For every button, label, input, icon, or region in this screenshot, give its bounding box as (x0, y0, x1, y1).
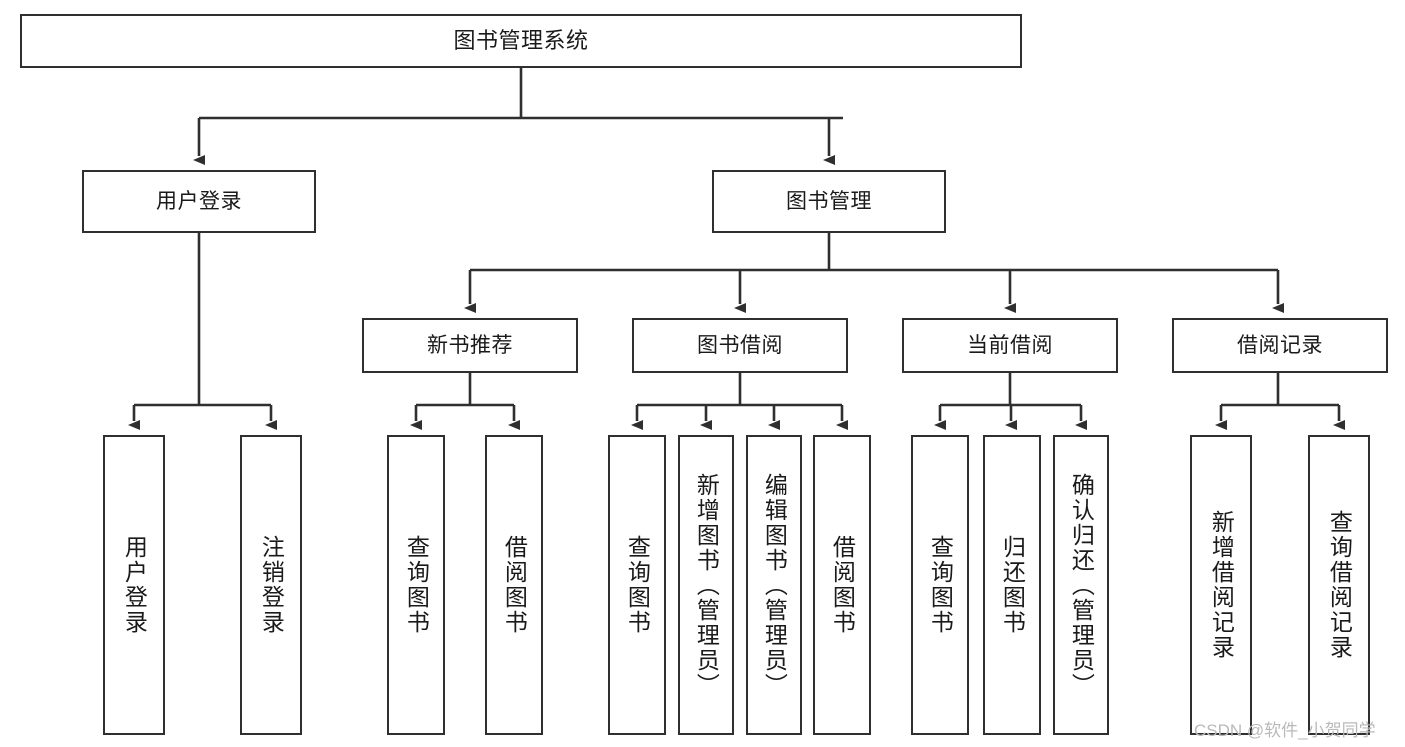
leaf-query-borrow-record-label: 查询借阅记录 (1326, 510, 1353, 660)
node-current-borrow-label: 当前借阅 (967, 333, 1053, 357)
leaf-return-book-label: 归还图书 (999, 535, 1026, 635)
leaf-edit-book[interactable]: 编辑图书（管理员） (746, 435, 802, 735)
node-borrow-record-label: 借阅记录 (1237, 333, 1323, 357)
node-user-login-label: 用户登录 (156, 189, 242, 213)
leaf-add-book-label: 新增图书（管理员） (693, 472, 720, 698)
leaf-query-book-3-label: 查询图书 (927, 535, 954, 635)
leaf-query-book-3[interactable]: 查询图书 (911, 435, 969, 735)
leaf-query-borrow-record[interactable]: 查询借阅记录 (1308, 435, 1370, 735)
node-current-borrow[interactable]: 当前借阅 (902, 318, 1118, 373)
leaf-return-book[interactable]: 归还图书 (983, 435, 1041, 735)
leaf-user-logout[interactable]: 注销登录 (240, 435, 302, 735)
node-new-book-recommend-label: 新书推荐 (427, 333, 513, 357)
leaf-query-book-1-label: 查询图书 (403, 535, 430, 635)
leaf-query-book-2-label: 查询图书 (624, 535, 651, 635)
leaf-borrow-book-2[interactable]: 借阅图书 (813, 435, 871, 735)
leaf-borrow-book-1-label: 借阅图书 (501, 535, 528, 635)
node-borrow-record[interactable]: 借阅记录 (1172, 318, 1388, 373)
csdn-watermark: CSDN @软件_小贺同学 (1194, 721, 1376, 740)
node-user-login[interactable]: 用户登录 (82, 170, 316, 233)
leaf-query-book-1[interactable]: 查询图书 (387, 435, 445, 735)
leaf-borrow-book-1[interactable]: 借阅图书 (485, 435, 543, 735)
leaf-add-book[interactable]: 新增图书（管理员） (678, 435, 734, 735)
node-root-label: 图书管理系统 (453, 27, 589, 53)
leaf-add-borrow-record-label: 新增借阅记录 (1208, 510, 1235, 660)
leaf-user-login[interactable]: 用户登录 (103, 435, 165, 735)
leaf-query-book-2[interactable]: 查询图书 (608, 435, 666, 735)
node-book-borrow[interactable]: 图书借阅 (632, 318, 848, 373)
node-new-book-recommend[interactable]: 新书推荐 (362, 318, 578, 373)
leaf-confirm-return[interactable]: 确认归还（管理员） (1053, 435, 1109, 735)
leaf-confirm-return-label: 确认归还（管理员） (1068, 472, 1095, 698)
leaf-add-borrow-record[interactable]: 新增借阅记录 (1190, 435, 1252, 735)
node-root[interactable]: 图书管理系统 (20, 14, 1022, 68)
leaf-user-login-label: 用户登录 (121, 535, 148, 635)
node-book-borrow-label: 图书借阅 (697, 333, 783, 357)
node-book-manage[interactable]: 图书管理 (712, 170, 946, 233)
leaf-edit-book-label: 编辑图书（管理员） (761, 472, 788, 698)
leaf-borrow-book-2-label: 借阅图书 (829, 535, 856, 635)
leaf-user-logout-label: 注销登录 (258, 535, 285, 635)
node-book-manage-label: 图书管理 (786, 189, 872, 213)
